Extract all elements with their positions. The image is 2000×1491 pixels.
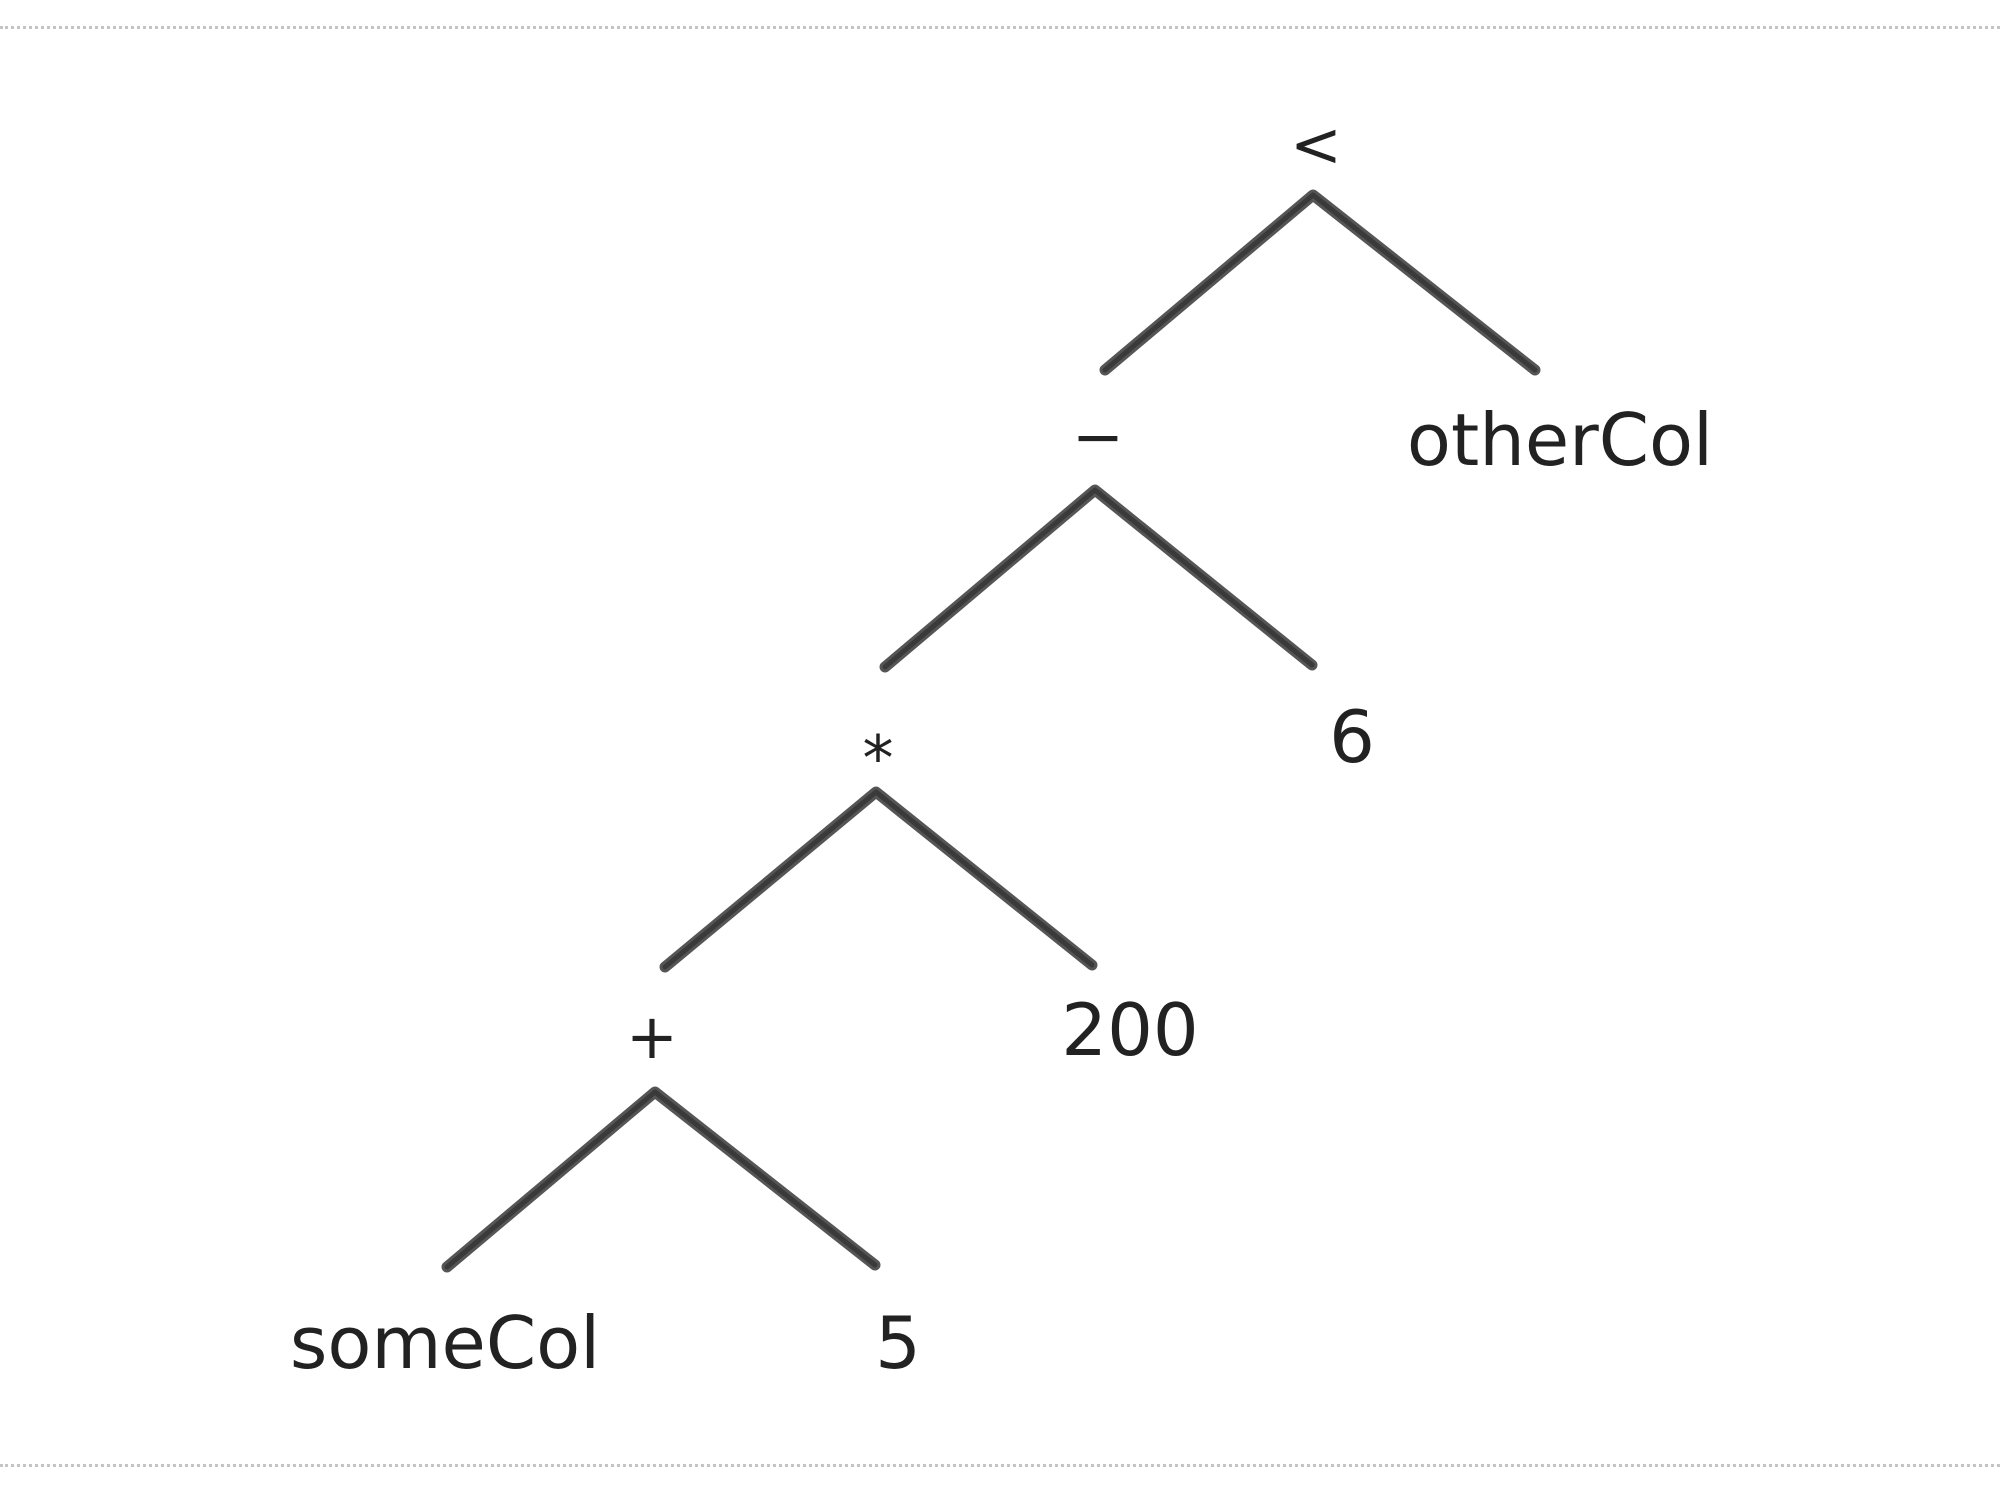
edge-plus (441, 1086, 881, 1273)
node-othercol: otherCol (1407, 398, 1713, 482)
tree-nodes: < otherCol − 6 * 200 + someCol 5 (290, 108, 1713, 1385)
node-somecol: someCol (290, 1301, 600, 1385)
node-times: * (863, 722, 894, 795)
node-200: 200 (1061, 988, 1198, 1072)
node-minus: − (1072, 400, 1124, 473)
tree-edges (441, 189, 1541, 1273)
bottom-divider (0, 1464, 2000, 1467)
node-less-than: < (1290, 108, 1342, 181)
edge-minus (879, 484, 1318, 673)
top-divider (0, 26, 2000, 29)
edge-lt (1099, 189, 1541, 376)
edge-times (659, 786, 1098, 973)
node-5: 5 (875, 1301, 921, 1385)
node-plus: + (626, 1000, 678, 1073)
node-6: 6 (1329, 695, 1375, 779)
